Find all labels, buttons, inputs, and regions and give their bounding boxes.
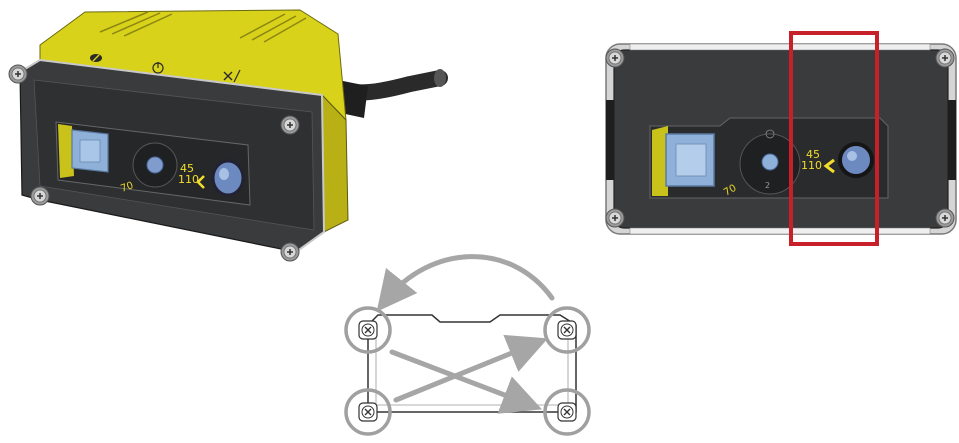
- screw-icon: [605, 208, 625, 228]
- highlight-rectangle: [789, 31, 879, 246]
- arrow-top-right-to-top-left: [376, 254, 555, 312]
- screw-icon: [8, 64, 28, 84]
- arrow-bottom-left-to-top-right: [393, 334, 548, 403]
- focus-lens: [838, 142, 874, 178]
- arrow-top-left-to-bottom-right: [389, 349, 543, 414]
- scanner-front-view: 45 110 70 2: [605, 31, 957, 246]
- slash-icon: [90, 54, 102, 62]
- top-right-screw-highlight: [543, 306, 591, 354]
- screw-icon: [935, 48, 955, 68]
- screw-icon: [280, 115, 300, 135]
- top-left-screw-highlight: [344, 306, 392, 354]
- dial-label-110: 110: [178, 173, 199, 186]
- focus-lens: [211, 159, 245, 197]
- top-grooves: [99, 11, 307, 43]
- screw-icon: [935, 208, 955, 228]
- dial-label-110: 110: [801, 159, 822, 172]
- focus-marker-icon: [823, 158, 835, 174]
- power-icon: [152, 62, 164, 74]
- bottom-left-screw-highlight: [344, 388, 392, 436]
- scanner-perspective-view: 45 110 70: [8, 9, 448, 262]
- focus-marker-icon: [196, 175, 205, 189]
- screw-icon: [605, 48, 625, 68]
- screw-icon: [30, 186, 50, 206]
- small-label: 2: [765, 181, 770, 190]
- dial-label-45: 45: [180, 162, 194, 175]
- x-icon: [223, 69, 241, 83]
- dial-label-45: 45: [806, 148, 820, 161]
- bottom-right-screw-highlight: [543, 388, 591, 436]
- screw-icon: [358, 320, 378, 340]
- screw-icon: [557, 320, 577, 340]
- screw-icon: [280, 242, 300, 262]
- dial-label-70: 70: [119, 180, 135, 195]
- screw-icon: [358, 402, 378, 422]
- screw-sequence-diagram: [344, 254, 591, 436]
- screw-icon: [557, 402, 577, 422]
